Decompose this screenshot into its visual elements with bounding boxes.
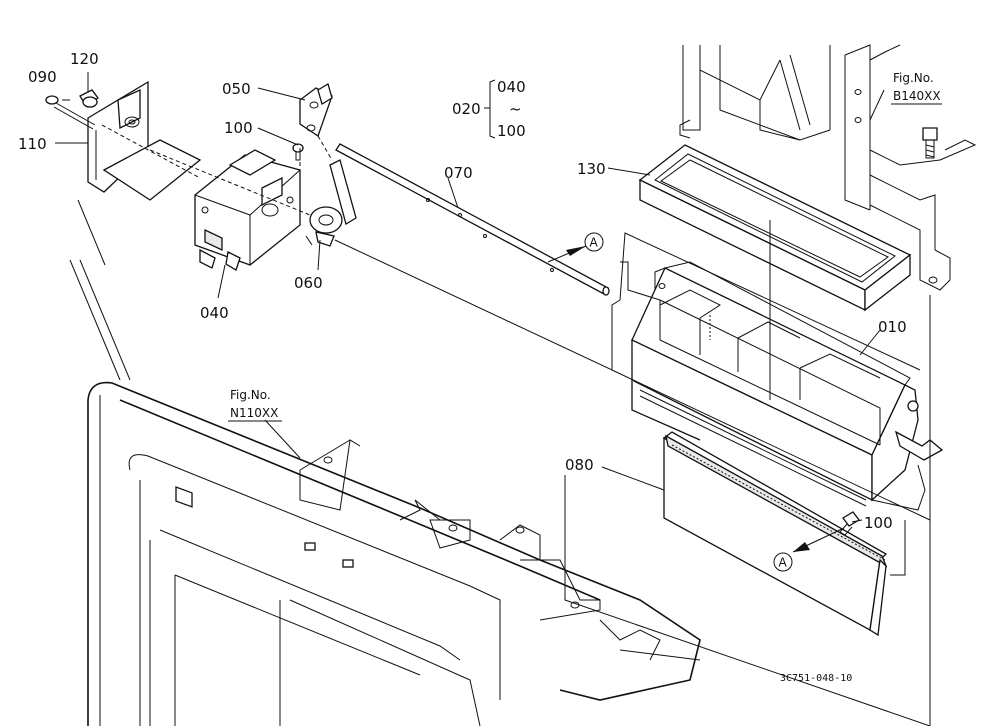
callout-020: 020 [452,100,481,118]
callout-050: 050 [222,80,251,98]
callout-110: 110 [18,135,47,153]
filter-frame-130 [638,144,912,312]
callouts: 090 120 110 050 100 040 060 070 130 010 … [18,50,907,532]
mount-bracket-structure [679,44,977,291]
fig-ref-label: Fig.No. [230,388,271,402]
link-bracket-050 [299,83,333,138]
air-duct-housing-010 [631,261,944,511]
actuator-bracket-110 [87,80,202,201]
callout-060: 060 [294,274,323,292]
callout-100-top: 100 [224,119,253,137]
bolt-icon [922,127,938,159]
callout-130: 130 [577,160,606,178]
control-rod-070 [335,143,610,296]
fig-ref-label: Fig.No. [893,71,934,85]
fig-ref-n110xx: Fig.No. N110XX [228,388,282,422]
svg-text:A: A [590,236,599,250]
filter-080 [662,431,888,637]
bolt-icon [79,89,99,108]
drawing-number: 3C751-048-10 [780,673,852,684]
leader-lines [55,72,931,726]
fig-ref-b140xx: Fig.No. B140XX [891,71,942,105]
fig-ref-code: B140XX [893,89,941,103]
screw-icon [292,143,304,161]
callout-080: 080 [565,456,594,474]
callout-120: 120 [70,50,99,68]
ref-marker-a-top: A [584,232,604,252]
screw-icon [45,95,96,130]
group-020-from: 040 [497,78,526,96]
callout-070: 070 [444,164,473,182]
svg-text:A: A [779,556,788,570]
cab-frame [69,199,701,726]
ref-marker-a-bottom: A [773,552,793,572]
callout-100-bottom: 100 [864,514,893,532]
lever-arm-060 [305,159,357,247]
callout-040: 040 [200,304,229,322]
fig-ref-code: N110XX [230,406,278,420]
callout-090: 090 [28,68,57,86]
group-020-to: 100 [497,122,526,140]
callout-010: 010 [878,318,907,336]
group-020-tilde: ~ [509,100,522,118]
actuator-motor-040 [194,149,301,271]
